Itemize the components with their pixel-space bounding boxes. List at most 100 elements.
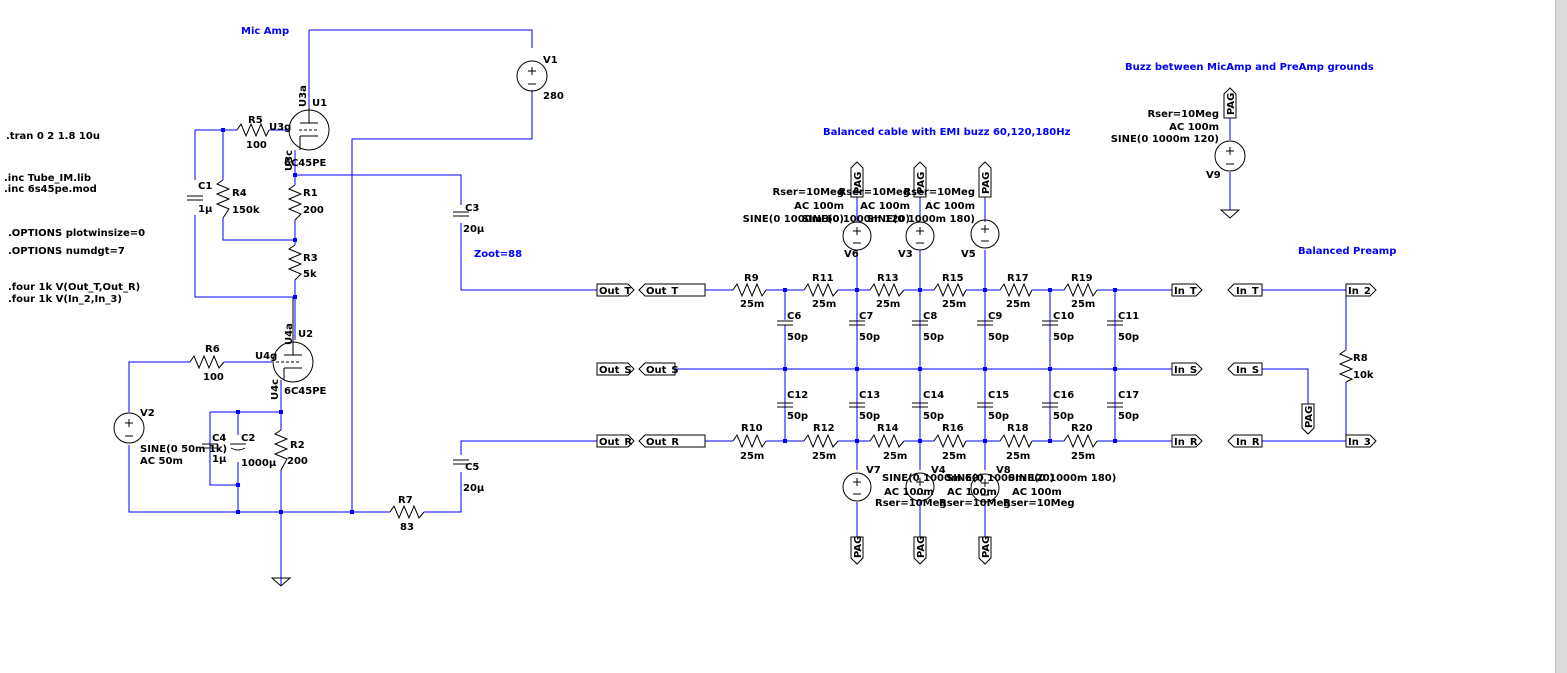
capacitor-c8[interactable]: [912, 320, 928, 326]
resistor-r12[interactable]: [803, 433, 839, 449]
source-v1[interactable]: [516, 60, 548, 92]
capacitor-c4[interactable]: [202, 443, 218, 449]
resistor-r7[interactable]: [389, 504, 425, 520]
capacitor-c15[interactable]: [977, 402, 993, 408]
capacitor-c16[interactable]: [1042, 402, 1058, 408]
net-flag-in-t[interactable]: [1171, 283, 1203, 297]
capacitor-c4-ref: C4: [212, 433, 226, 444]
junctions: [221, 128, 1117, 514]
capacitor-c13-value: 50p: [859, 411, 880, 422]
net-flag-out-r[interactable]: [638, 434, 706, 448]
vertical-scrollbar[interactable]: [1555, 0, 1567, 673]
source-v9[interactable]: [1214, 140, 1246, 172]
net-flag-in-2[interactable]: [1345, 283, 1377, 297]
capacitor-c3-ref: C3: [465, 203, 479, 214]
resistor-r16[interactable]: [933, 433, 967, 449]
capacitor-c8-ref: C8: [923, 311, 937, 322]
resistor-r14[interactable]: [869, 433, 905, 449]
net-flag-pag[interactable]: [1223, 87, 1237, 119]
net-flag-pag[interactable]: [850, 161, 864, 198]
net-flags: [596, 87, 1377, 565]
resistor-r5[interactable]: [236, 122, 270, 138]
source-v3[interactable]: [905, 221, 935, 251]
capacitor-c12-value: 50p: [787, 411, 808, 422]
net-flag-in-3[interactable]: [1345, 434, 1377, 448]
net-in-r-text: In_R: [1236, 437, 1260, 448]
net-flag-in-r[interactable]: [1171, 434, 1203, 448]
net-flag-pag[interactable]: [913, 536, 927, 565]
resistor-r2[interactable]: [273, 429, 289, 471]
net-flag-out-s[interactable]: [596, 362, 635, 376]
directive-four: .four 1k V(In_2,In_3): [8, 294, 122, 305]
tube-u1[interactable]: [288, 108, 330, 151]
resistor-r4[interactable]: [215, 179, 231, 219]
resistor-r1[interactable]: [287, 184, 303, 221]
resistor-r11[interactable]: [803, 282, 839, 298]
capacitor-c9[interactable]: [977, 320, 993, 326]
net-flag-in-s[interactable]: [1227, 362, 1263, 376]
net-flag-in-r[interactable]: [1227, 434, 1263, 448]
resistor-r19[interactable]: [1063, 282, 1098, 298]
capacitor-c12[interactable]: [777, 402, 793, 408]
resistor-r14-value: 25m: [883, 451, 907, 462]
net-flag-pag[interactable]: [850, 536, 864, 565]
resistor-r20[interactable]: [1063, 433, 1098, 449]
resistor-r10[interactable]: [732, 433, 767, 449]
capacitor-c5-ref: C5: [465, 462, 479, 473]
net-flag-pag[interactable]: [978, 536, 992, 565]
net-flag-out-s[interactable]: [638, 362, 676, 376]
source-v7-ref: V7: [866, 465, 881, 476]
resistor-r17-ref: R17: [1007, 273, 1029, 284]
source-v3-sine: SINE(0 1000m 120): [802, 214, 910, 225]
wire: [1262, 289, 1347, 442]
net-flag-pag[interactable]: [913, 161, 927, 198]
tube-u2[interactable]: [272, 297, 314, 383]
ground-symbol: [1219, 209, 1241, 219]
source-v4[interactable]: [905, 472, 935, 502]
capacitor-c11[interactable]: [1107, 320, 1123, 326]
capacitor-c6[interactable]: [777, 320, 793, 326]
source-v8[interactable]: [970, 473, 1000, 503]
source-v9-rser: Rser=10Meg: [1147, 109, 1219, 120]
resistor-r6[interactable]: [189, 354, 225, 370]
source-v7-rser: Rser=10Meg: [875, 498, 947, 509]
resistor-r17[interactable]: [999, 282, 1033, 298]
resistor-r1-value: 200: [303, 205, 324, 216]
capacitor-c13[interactable]: [849, 402, 865, 408]
capacitor-c10[interactable]: [1042, 320, 1058, 326]
capacitor-c16-value: 50p: [1053, 411, 1074, 422]
resistor-r18[interactable]: [999, 433, 1033, 449]
net-flag-in-t[interactable]: [1227, 283, 1263, 297]
net-flag-out-r[interactable]: [596, 434, 635, 448]
resistor-r15[interactable]: [933, 282, 967, 298]
net-flag-out-t[interactable]: [596, 283, 635, 297]
source-v2[interactable]: [113, 412, 145, 444]
resistor-r13[interactable]: [869, 282, 905, 298]
net-flag-in-s[interactable]: [1171, 362, 1203, 376]
capacitor-c14[interactable]: [912, 402, 928, 408]
net-flag-out-t[interactable]: [638, 283, 706, 297]
capacitor-c1[interactable]: [187, 195, 203, 201]
capacitor-c10-ref: C10: [1053, 311, 1074, 322]
resistor-r9[interactable]: [732, 282, 767, 298]
source-v7[interactable]: [842, 472, 872, 502]
resistor-r12-value: 25m: [812, 451, 836, 462]
source-v6[interactable]: [842, 221, 872, 251]
source-v5[interactable]: [970, 219, 1000, 249]
resistor-r8[interactable]: [1338, 349, 1354, 383]
capacitor-c9-value: 50p: [988, 332, 1009, 343]
capacitor-c17[interactable]: [1107, 402, 1123, 408]
net-out-s-text: Out_S: [599, 365, 632, 376]
resistor-r3[interactable]: [287, 244, 303, 281]
net-flag-pag[interactable]: [1301, 403, 1315, 435]
capacitor-c2[interactable]: [230, 443, 246, 451]
resistor-r20-value: 25m: [1071, 451, 1095, 462]
capacitor-c7[interactable]: [849, 320, 865, 326]
directive-options: .OPTIONS plotwinsize=0: [8, 228, 145, 239]
capacitor-c5[interactable]: [453, 459, 469, 465]
capacitor-c3[interactable]: [453, 211, 469, 217]
net-flag-pag[interactable]: [978, 161, 992, 198]
net-pag-text: PAG: [1304, 406, 1315, 428]
